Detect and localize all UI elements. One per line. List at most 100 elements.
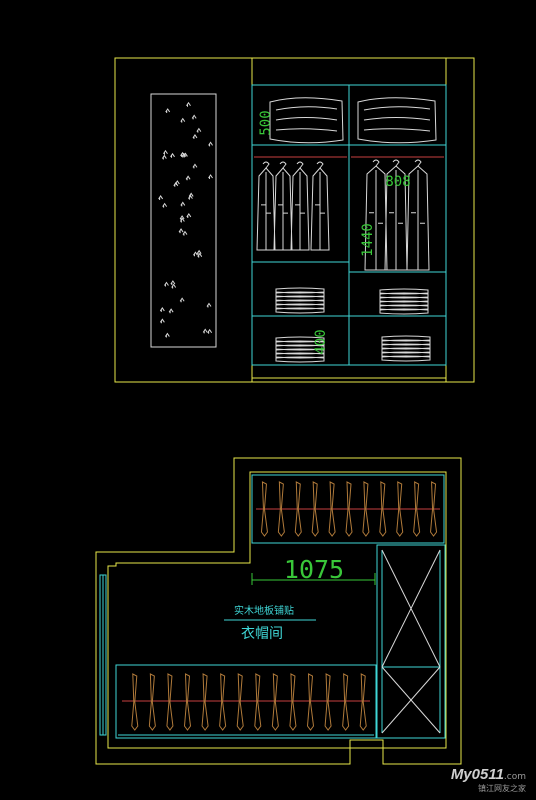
speckle <box>196 127 202 133</box>
wardrobe-elevation: 500 808 1440 400 <box>114 57 475 383</box>
hanger-shape <box>289 673 297 731</box>
hanger-shape <box>271 673 279 731</box>
speckle <box>165 108 171 114</box>
folded-item <box>275 307 325 314</box>
hanger-bottom <box>131 673 139 731</box>
hanger-shape <box>306 673 315 731</box>
bottom-wardrobe-hangers <box>131 673 367 731</box>
speckle <box>163 149 168 155</box>
hanger-bottom <box>289 673 297 731</box>
hanger-shape <box>379 481 387 537</box>
stack-left-upper <box>275 287 325 314</box>
hanger-bottom <box>342 673 350 731</box>
hanger-hook <box>392 159 400 167</box>
jacket-right <box>384 159 408 271</box>
hanger-bottom <box>166 673 174 731</box>
hanger-bottom <box>219 673 227 731</box>
speckle <box>170 280 176 285</box>
room-name: 衣帽间 <box>241 626 283 642</box>
speckle <box>162 202 168 208</box>
hanger-shape <box>328 481 336 537</box>
watermark-sub: 镇江网友之家 <box>478 784 526 793</box>
stack-right-upper <box>379 288 429 315</box>
hanger-top <box>379 481 387 537</box>
jacket-left <box>310 161 330 251</box>
hanger-shape <box>183 673 192 731</box>
speckle <box>158 195 164 200</box>
hanging-jackets <box>256 159 430 271</box>
speckle <box>161 154 167 160</box>
dim-rod-width: 808 <box>385 174 410 190</box>
plan-inner-wall <box>107 471 447 749</box>
hanger-top <box>277 481 285 537</box>
jacket-detail <box>278 172 288 250</box>
speckle <box>168 308 174 314</box>
stack-left-lower <box>275 336 325 363</box>
quilt-left <box>269 97 344 144</box>
hanger-bottom <box>183 673 192 731</box>
hanger-shape <box>311 481 319 537</box>
top-wardrobe <box>251 474 445 544</box>
speckle <box>179 297 185 303</box>
jacket-detail <box>389 170 403 270</box>
hanger-top <box>328 481 336 537</box>
cabinet-cross-b <box>381 549 441 668</box>
jacket-detail <box>411 170 425 270</box>
dim-bottom: 400 <box>313 329 329 354</box>
closet-floor-plan: 1075 实木地板铺贴 衣帽间 <box>95 457 462 765</box>
speckle <box>186 101 191 107</box>
hanger-hook <box>372 159 380 167</box>
hanger-shape <box>342 673 350 731</box>
jacket-left <box>290 161 310 251</box>
hanger-shape <box>294 481 302 537</box>
hanger-bottom <box>306 673 315 731</box>
hanger-shape <box>413 481 421 537</box>
hanger-top <box>345 481 353 537</box>
speckle <box>170 152 175 158</box>
hanger-shape <box>236 673 244 731</box>
hanger-shape <box>324 673 332 731</box>
speckle <box>192 163 198 169</box>
hanger-bottom <box>236 673 244 731</box>
speckle <box>202 328 208 334</box>
speckle <box>179 217 185 223</box>
jacket-detail <box>261 172 271 250</box>
hanger-bottom <box>359 673 367 731</box>
hanger-shape <box>277 481 285 537</box>
jacket-detail <box>315 172 325 250</box>
speckle <box>208 141 213 147</box>
mirror-panel <box>150 93 217 348</box>
folded-stacks <box>275 287 431 363</box>
folded-item <box>379 308 429 315</box>
speckle <box>185 175 191 181</box>
jacket-right <box>406 159 430 271</box>
quilt-right <box>357 97 437 144</box>
hanger-hook <box>414 159 422 167</box>
hanger-shape <box>260 481 268 537</box>
folded-item <box>275 356 325 363</box>
speckle <box>171 283 177 289</box>
jacket-left <box>256 161 276 251</box>
speckle <box>164 332 170 338</box>
jacket-detail <box>295 172 305 250</box>
speckle <box>186 213 192 218</box>
hanger-hook <box>316 161 324 169</box>
dim-hang-height: 1440 <box>360 223 376 257</box>
speckle <box>208 174 213 179</box>
watermark-suffix: .com <box>503 772 526 782</box>
speckle <box>181 152 187 158</box>
hanger-hook <box>279 161 287 169</box>
stack-right-lower <box>381 335 431 362</box>
material-label: 实木地板铺贴 <box>234 604 294 617</box>
watermark: My0511.com 镇江网友之家 <box>451 764 526 794</box>
speckle <box>180 151 185 157</box>
hanger-bottom <box>148 673 156 731</box>
hanger-bottom <box>254 673 262 731</box>
hanger-shape <box>201 673 209 731</box>
hanger-bottom <box>271 673 279 731</box>
speckle <box>180 201 186 207</box>
speckle <box>191 114 197 120</box>
folded-item <box>381 355 431 362</box>
top-wardrobe-hangers <box>260 481 438 537</box>
speckle <box>188 192 194 198</box>
